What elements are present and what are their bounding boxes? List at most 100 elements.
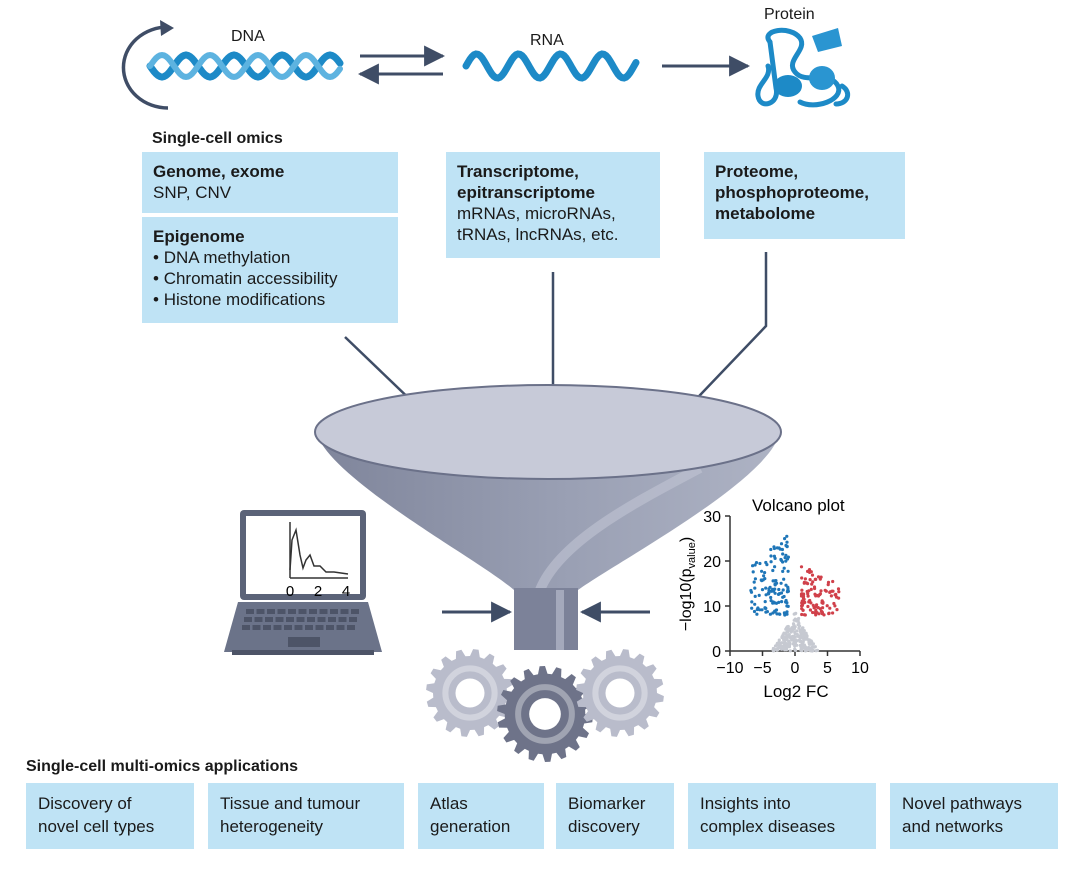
volcano-point [802, 629, 806, 633]
application-line: Novel pathways [902, 794, 1023, 813]
volcano-point [798, 643, 803, 648]
volcano-point [837, 590, 841, 594]
volcano-point [781, 560, 785, 564]
volcano-point [808, 608, 813, 612]
volcano-point [755, 612, 759, 616]
volcano-point [772, 579, 777, 583]
volcano-point [779, 542, 784, 546]
volcano-point [756, 606, 760, 610]
application-box: Atlas generation [418, 783, 544, 849]
volcano-point [812, 645, 816, 649]
volcano-point [819, 589, 823, 593]
volcano-point [797, 616, 801, 621]
application-line: Atlas [430, 794, 468, 813]
volcano-point [775, 612, 779, 616]
application-line: Tissue and tumour [220, 794, 361, 813]
circular-replication-arrow-icon [121, 20, 174, 110]
volcano-point [816, 606, 820, 610]
application-box: Tissue and tumour heterogeneity [208, 783, 404, 849]
application-line: Insights into [700, 794, 791, 813]
volcano-point [810, 573, 815, 577]
volcano-point [753, 602, 757, 606]
volcano-point [769, 547, 773, 552]
application-line: heterogeneity [220, 817, 324, 836]
volcano-point [753, 563, 757, 567]
genome-sub: SNP, CNV [153, 183, 232, 202]
proteome-title-1: Proteome, [715, 162, 799, 181]
volcano-point [794, 638, 798, 642]
volcano-point [760, 588, 765, 592]
volcano-point [767, 587, 771, 591]
volcano-y-tick-label: 10 [703, 599, 721, 616]
rna-strand-icon [462, 50, 640, 82]
volcano-point [811, 603, 815, 608]
applications-heading: Single-cell multi-omics applications [26, 758, 299, 775]
volcano-point [777, 612, 781, 616]
volcano-point [808, 642, 812, 646]
volcano-point [786, 627, 790, 631]
volcano-point [782, 566, 786, 570]
volcano-point [750, 600, 754, 604]
volcano-point [766, 592, 771, 596]
proteome-title-2: phosphoproteome, [715, 183, 869, 202]
volcano-point [826, 583, 830, 587]
volcano-y-tick-label: 0 [712, 644, 721, 661]
transcriptome-title-1: Transcriptome, [457, 162, 579, 181]
volcano-x-tick-label: −5 [753, 660, 771, 677]
volcano-point [814, 649, 818, 653]
volcano-point [786, 587, 790, 591]
application-box: Novel pathways and networks [890, 783, 1058, 849]
volcano-point [791, 637, 796, 641]
volcano-point [772, 554, 777, 558]
volcano-point [788, 649, 792, 653]
volcano-point [805, 589, 809, 594]
volcano-point [762, 574, 766, 578]
laptop-tick-label: 0 [286, 583, 294, 600]
volcano-point [821, 600, 825, 604]
volcano-point [821, 606, 825, 610]
volcano-point [784, 553, 788, 557]
volcano-point [803, 577, 808, 581]
volcano-point [751, 564, 755, 568]
volcano-point [760, 569, 764, 573]
volcano-point [811, 580, 815, 584]
volcano-x-tick-label: 5 [823, 660, 832, 677]
proteome-box: Proteome, phosphoproteome, metabolome [704, 152, 905, 239]
volcano-point [795, 632, 799, 637]
volcano-point [769, 560, 773, 564]
volcano-y-label: −log10(pvalue) [678, 537, 698, 631]
application-box: Insights into complex diseases [688, 783, 876, 849]
volcano-point [793, 641, 798, 645]
volcano-point [798, 629, 802, 634]
volcano-point [796, 623, 800, 627]
volcano-point [763, 571, 767, 575]
volcano-point [816, 575, 821, 579]
list-item: Chromatin accessibility [153, 268, 387, 289]
epigenome-list: DNA methylation Chromatin accessibility … [153, 247, 387, 310]
volcano-point [777, 645, 781, 649]
volcano-point [785, 601, 789, 605]
volcano-point [781, 552, 785, 556]
volcano-point [810, 647, 814, 651]
volcano-point [806, 594, 810, 598]
volcano-point [798, 639, 802, 644]
volcano-point [791, 622, 796, 626]
volcano-point [818, 577, 822, 581]
volcano-point [781, 588, 785, 592]
application-line: complex diseases [700, 817, 836, 836]
volcano-point [777, 600, 781, 605]
volcano-point [810, 649, 814, 653]
volcano-point [801, 594, 805, 599]
laptop-plot-line [289, 527, 349, 575]
volcano-point [764, 586, 768, 590]
volcano-point [778, 547, 782, 551]
volcano-point [775, 648, 779, 652]
dna-helix-icon [146, 51, 344, 81]
volcano-point [783, 537, 787, 541]
volcano-point [811, 642, 816, 646]
genome-box: Genome, exome SNP, CNV [142, 152, 398, 213]
omics-heading: Single-cell omics [152, 130, 283, 147]
volcano-point [792, 618, 796, 622]
volcano-point [751, 570, 755, 574]
volcano-point [802, 634, 806, 638]
